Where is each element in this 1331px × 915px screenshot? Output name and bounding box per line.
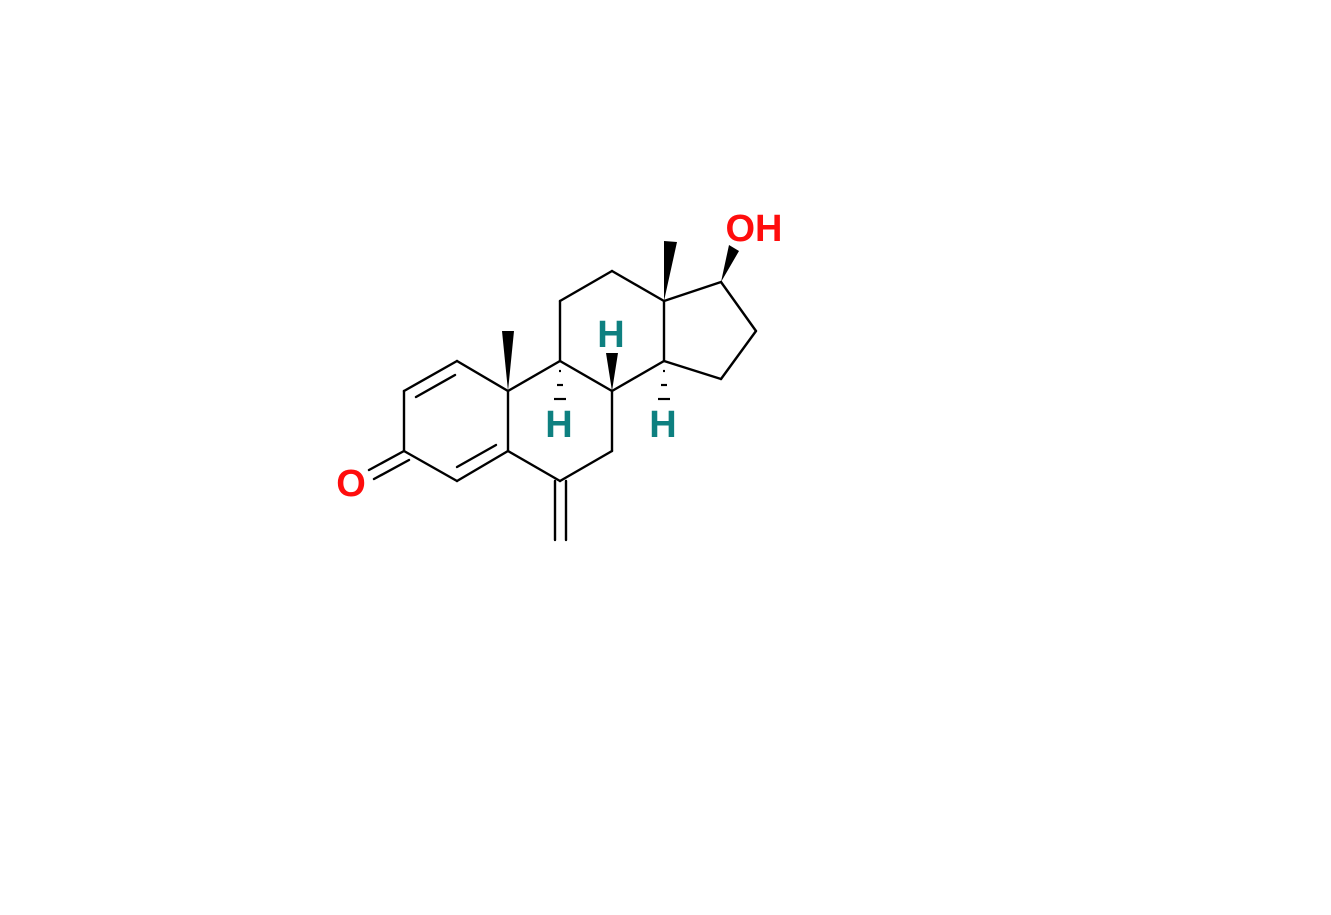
ring-b: [506, 359, 614, 542]
oxygen-ketone-label: O: [336, 463, 366, 505]
ring-d: [662, 280, 758, 381]
hash-c9-h: [554, 369, 566, 401]
wedge-c18-methyl: [664, 241, 677, 301]
ring-c: [558, 269, 666, 393]
wedge-c8-h: [606, 353, 618, 391]
hash-c14-h: [658, 369, 670, 401]
wedge-c17-oh: [721, 245, 739, 282]
ring-a: [367, 359, 510, 483]
hydroxyl-label: OH: [726, 208, 783, 250]
hydrogen-c9-label: H: [545, 404, 572, 446]
wedge-c19-methyl: [502, 331, 514, 391]
hydrogen-c14-label: H: [649, 404, 676, 446]
hydrogen-c8-label: H: [597, 314, 624, 356]
